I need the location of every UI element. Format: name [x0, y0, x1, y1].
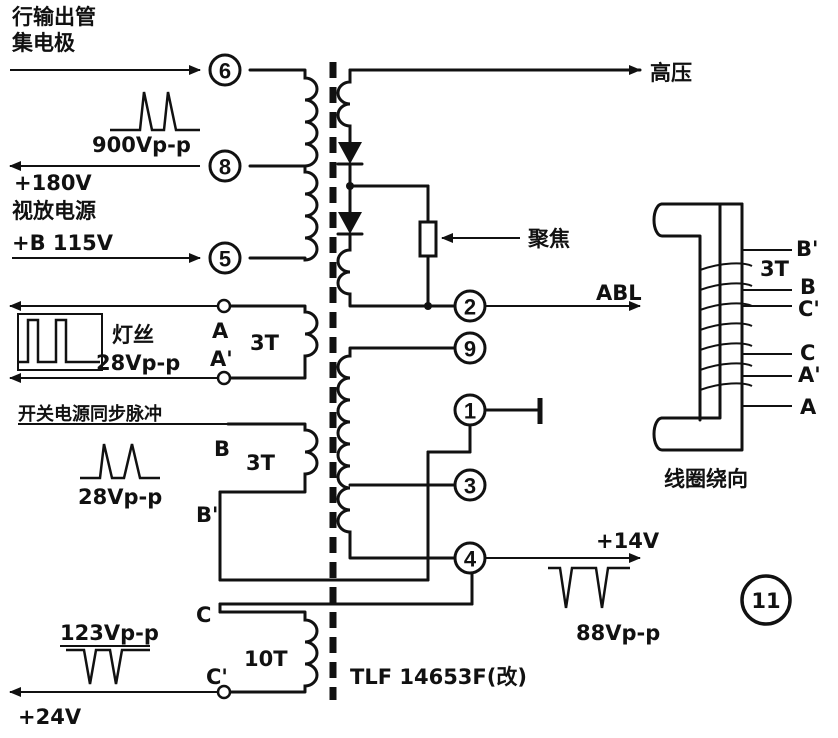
label-focus: 聚焦 — [527, 227, 570, 251]
terminal-c-prime — [216, 684, 232, 700]
label-terminal-b: B — [214, 437, 230, 461]
label-terminal-a: A — [212, 319, 229, 343]
label-plus-180v: +180V — [14, 171, 92, 195]
label-terminal-a-prime: A' — [210, 347, 233, 371]
label-28vpp-a: 28Vp-p — [96, 351, 180, 375]
svg-text:8: 8 — [219, 155, 231, 180]
figure-number-circle — [740, 574, 792, 626]
label-terminal-c: C — [196, 603, 211, 627]
winding-direction-detail — [652, 202, 792, 452]
sync-winding — [218, 422, 430, 582]
svg-text:3: 3 — [464, 474, 476, 499]
label-plus-24v: +24V — [18, 705, 82, 729]
pulse-waveform-28v — [80, 443, 160, 480]
side-label-3t: 3T — [760, 257, 790, 281]
svg-text:2: 2 — [464, 295, 476, 320]
pulse-waveform-123v — [66, 648, 150, 685]
label-plus-14v: +14V — [596, 529, 660, 553]
label-88vpp: 88Vp-p — [576, 621, 660, 645]
focus-potentiometer — [418, 220, 438, 258]
terminal-a-prime — [216, 370, 232, 386]
figure-number: 11 — [751, 589, 780, 613]
side-label-b: B — [800, 275, 816, 299]
label-switching-sync-pulse: 开关电源同步脉冲 — [18, 403, 162, 425]
label-model: TLF 14653F(改) — [350, 665, 527, 689]
svg-text:6: 6 — [219, 59, 231, 84]
label-abl: ABL — [596, 281, 642, 305]
label-winding-direction: 线圈绕向 — [664, 467, 748, 491]
heater-pulse-box — [17, 313, 103, 371]
label-b-115v: +B 115V — [12, 231, 114, 255]
label-video-amp-supply: 视放电源 — [12, 199, 96, 223]
pin-1: 1 — [453, 393, 487, 427]
label-900vpp: 900Vp-p — [92, 133, 191, 157]
label-terminal-c-prime: C' — [206, 665, 228, 689]
pin-9: 9 — [453, 331, 487, 365]
label-heater-turns: 3T — [250, 331, 280, 355]
hot-collector-title-2: 集电极 — [11, 31, 76, 55]
pin-8: 8 — [208, 149, 242, 183]
pin-2: 2 — [453, 289, 487, 323]
lv-secondary — [336, 346, 641, 606]
pulse-waveform-heater — [18, 318, 100, 364]
pulse-waveform-900v — [110, 91, 200, 132]
c-winding — [9, 602, 474, 697]
side-label-c-prime: C' — [798, 297, 820, 321]
pulse-waveform-88v — [548, 566, 630, 609]
side-label-b-prime: B' — [796, 237, 818, 261]
label-28vpp-b: 28Vp-p — [78, 485, 162, 509]
pin-6: 6 — [208, 53, 242, 87]
pin-3: 3 — [453, 468, 487, 502]
label-sync-turns: 3T — [246, 451, 276, 475]
label-c-turns: 10T — [244, 647, 288, 671]
side-label-c: C — [800, 341, 815, 365]
side-label-a-prime: A' — [798, 363, 821, 387]
terminal-a — [216, 298, 232, 314]
svg-text:4: 4 — [464, 547, 477, 572]
svg-text:5: 5 — [219, 247, 231, 272]
pin-4: 4 — [453, 541, 487, 575]
svg-text:9: 9 — [464, 337, 476, 362]
label-terminal-b-prime: B' — [196, 503, 218, 527]
primary-winding — [9, 65, 319, 263]
pin-5: 5 — [208, 241, 242, 275]
hv-secondary — [336, 65, 642, 311]
heater-winding — [9, 301, 319, 383]
label-high-voltage: 高压 — [650, 61, 692, 85]
hot-collector-title: 行输出管 — [11, 5, 96, 29]
side-label-a: A — [800, 395, 817, 419]
diode-1 — [338, 142, 362, 164]
svg-text:1: 1 — [464, 399, 476, 424]
label-123vpp: 123Vp-p — [60, 621, 159, 645]
label-heater: 灯丝 — [112, 323, 154, 347]
diode-2 — [338, 212, 362, 234]
